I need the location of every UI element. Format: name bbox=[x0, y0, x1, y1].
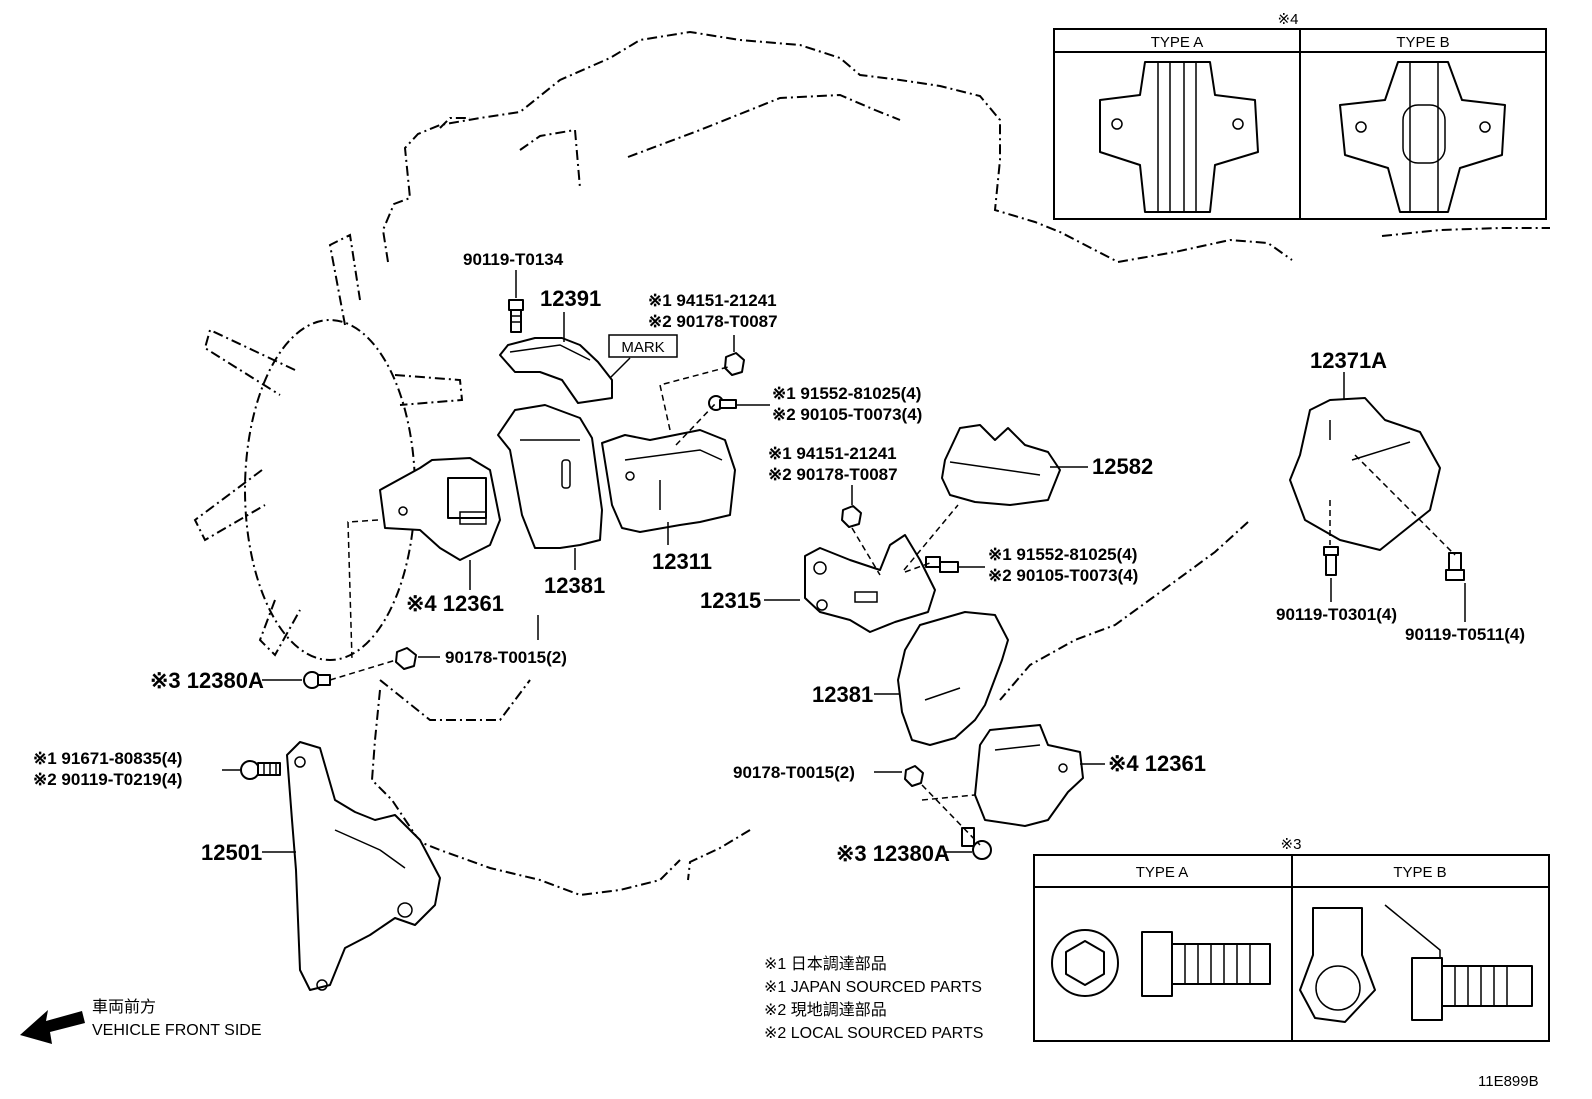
label-90119-t0511: 90119-T0511(4) bbox=[1405, 625, 1525, 644]
label-bolt-left-1: ※1 91671-80835(4) bbox=[33, 749, 182, 768]
bracket-12501 bbox=[286, 741, 441, 991]
label-90119-t0301: 90119-T0301(4) bbox=[1276, 605, 1397, 624]
mark3-note: ※3 bbox=[1281, 836, 1302, 853]
front-label-ja: 車両前方 bbox=[92, 998, 156, 1016]
vehicle-front-indicator: 車両前方 VEHICLE FRONT SIDE bbox=[20, 998, 262, 1044]
leader-lines bbox=[222, 270, 1466, 853]
mount-cover-12391 bbox=[499, 337, 613, 404]
label-nut-top-1: ※1 94151-21241 bbox=[648, 291, 777, 310]
mount-bracket-12371a bbox=[1289, 397, 1441, 551]
mark3-type-a: TYPE A bbox=[1136, 864, 1189, 881]
label-nut-mid-2: ※2 90178-T0087 bbox=[768, 465, 898, 484]
detail-box-mark4: ※4 TYPE A TYPE B bbox=[1053, 11, 1547, 220]
label-12380a-low: ※3 12380A bbox=[836, 841, 950, 866]
bolt-12380a-top-icon bbox=[303, 671, 331, 689]
mark3-type-b-shape bbox=[1299, 904, 1533, 1023]
insulator-12361-top bbox=[379, 457, 501, 561]
label-bolt-top-2: ※2 90105-T0073(4) bbox=[772, 405, 922, 424]
nut-90178-t0015-top-icon bbox=[395, 647, 417, 670]
front-arrow-icon bbox=[20, 1010, 85, 1044]
label-12501: 12501 bbox=[201, 840, 262, 865]
bolt-90119-t0301-icon bbox=[1323, 546, 1339, 576]
label-nut-mid-1: ※1 94151-21241 bbox=[768, 444, 897, 463]
mark4-note: ※4 bbox=[1278, 11, 1299, 28]
mark4-type-a: TYPE A bbox=[1151, 34, 1204, 51]
bolt-12380a-low-icon bbox=[961, 827, 992, 860]
mark-tag-box bbox=[608, 334, 678, 358]
label-12381-low: 12381 bbox=[812, 682, 873, 707]
legend-line2: ※1 JAPAN SOURCED PARTS bbox=[764, 979, 982, 996]
bolt-left-icon bbox=[240, 760, 281, 780]
label-bolt-mid-1: ※1 91552-81025(4) bbox=[988, 545, 1137, 564]
label-12371a: 12371A bbox=[1310, 348, 1387, 373]
insulator-12361-low bbox=[974, 724, 1084, 827]
detail-box-mark3: ※3 TYPE A TYPE B bbox=[1033, 836, 1550, 1042]
nut-top-icon bbox=[724, 352, 745, 376]
legend-line1: ※1 日本調達部品 bbox=[764, 955, 887, 973]
label-12315: 12315 bbox=[700, 588, 761, 613]
legend: ※1 日本調達部品 ※1 JAPAN SOURCED PARTS ※2 現地調達… bbox=[764, 955, 983, 1042]
mark4-type-a-shape bbox=[1099, 61, 1259, 213]
front-label-en: VEHICLE FRONT SIDE bbox=[92, 1022, 262, 1039]
engine-outline bbox=[370, 30, 1550, 897]
label-90178-t0015-top: 90178-T0015(2) bbox=[445, 648, 567, 667]
insulator-12381-top bbox=[497, 404, 603, 549]
cover-12582 bbox=[941, 424, 1061, 506]
mark3-type-b: TYPE B bbox=[1393, 864, 1446, 881]
mark4-type-b: TYPE B bbox=[1396, 34, 1449, 51]
legend-line3: ※2 現地調達部品 bbox=[764, 1001, 887, 1019]
insulator-12381-low bbox=[897, 611, 1009, 746]
label-bolt-top-1: ※1 91552-81025(4) bbox=[772, 384, 921, 403]
bolt-90119-t0511-icon bbox=[1445, 552, 1465, 581]
label-12381-top: 12381 bbox=[544, 573, 605, 598]
nut-90178-t0015-low-icon bbox=[904, 765, 924, 787]
label-12391: 12391 bbox=[540, 286, 601, 311]
label-nut-top-2: ※2 90178-T0087 bbox=[648, 312, 778, 331]
nut-mid-icon bbox=[841, 505, 862, 528]
label-12311: 12311 bbox=[652, 549, 712, 574]
bracket-12315 bbox=[804, 534, 936, 633]
label-12361-low: ※4 12361 bbox=[1108, 751, 1206, 776]
part-labels: 90119-T0134 12391 MARK ※1 94151-21241 ※2… bbox=[33, 250, 1525, 866]
mark-tag: MARK bbox=[621, 339, 664, 356]
mark3-type-a-shape bbox=[1051, 929, 1271, 997]
label-90178-t0015-low: 90178-T0015(2) bbox=[733, 763, 855, 782]
fasteners bbox=[240, 299, 1465, 860]
label-12380a-top: ※3 12380A bbox=[150, 668, 264, 693]
label-12361-top: ※4 12361 bbox=[406, 591, 504, 616]
bolt-mid-icon bbox=[925, 556, 959, 573]
bolt-top-icon bbox=[708, 395, 737, 411]
figure-code: 11E899B bbox=[1478, 1073, 1539, 1090]
label-90119-t0134: 90119-T0134 bbox=[463, 250, 564, 269]
mark4-type-b-shape bbox=[1339, 61, 1506, 213]
label-bolt-mid-2: ※2 90105-T0073(4) bbox=[988, 566, 1138, 585]
label-12582: 12582 bbox=[1092, 454, 1153, 479]
legend-line4: ※2 LOCAL SOURCED PARTS bbox=[764, 1025, 983, 1042]
bracket-12311 bbox=[601, 429, 736, 533]
label-bolt-left-2: ※2 90119-T0219(4) bbox=[33, 770, 182, 789]
bolt-90119-t0134-icon bbox=[508, 299, 524, 333]
